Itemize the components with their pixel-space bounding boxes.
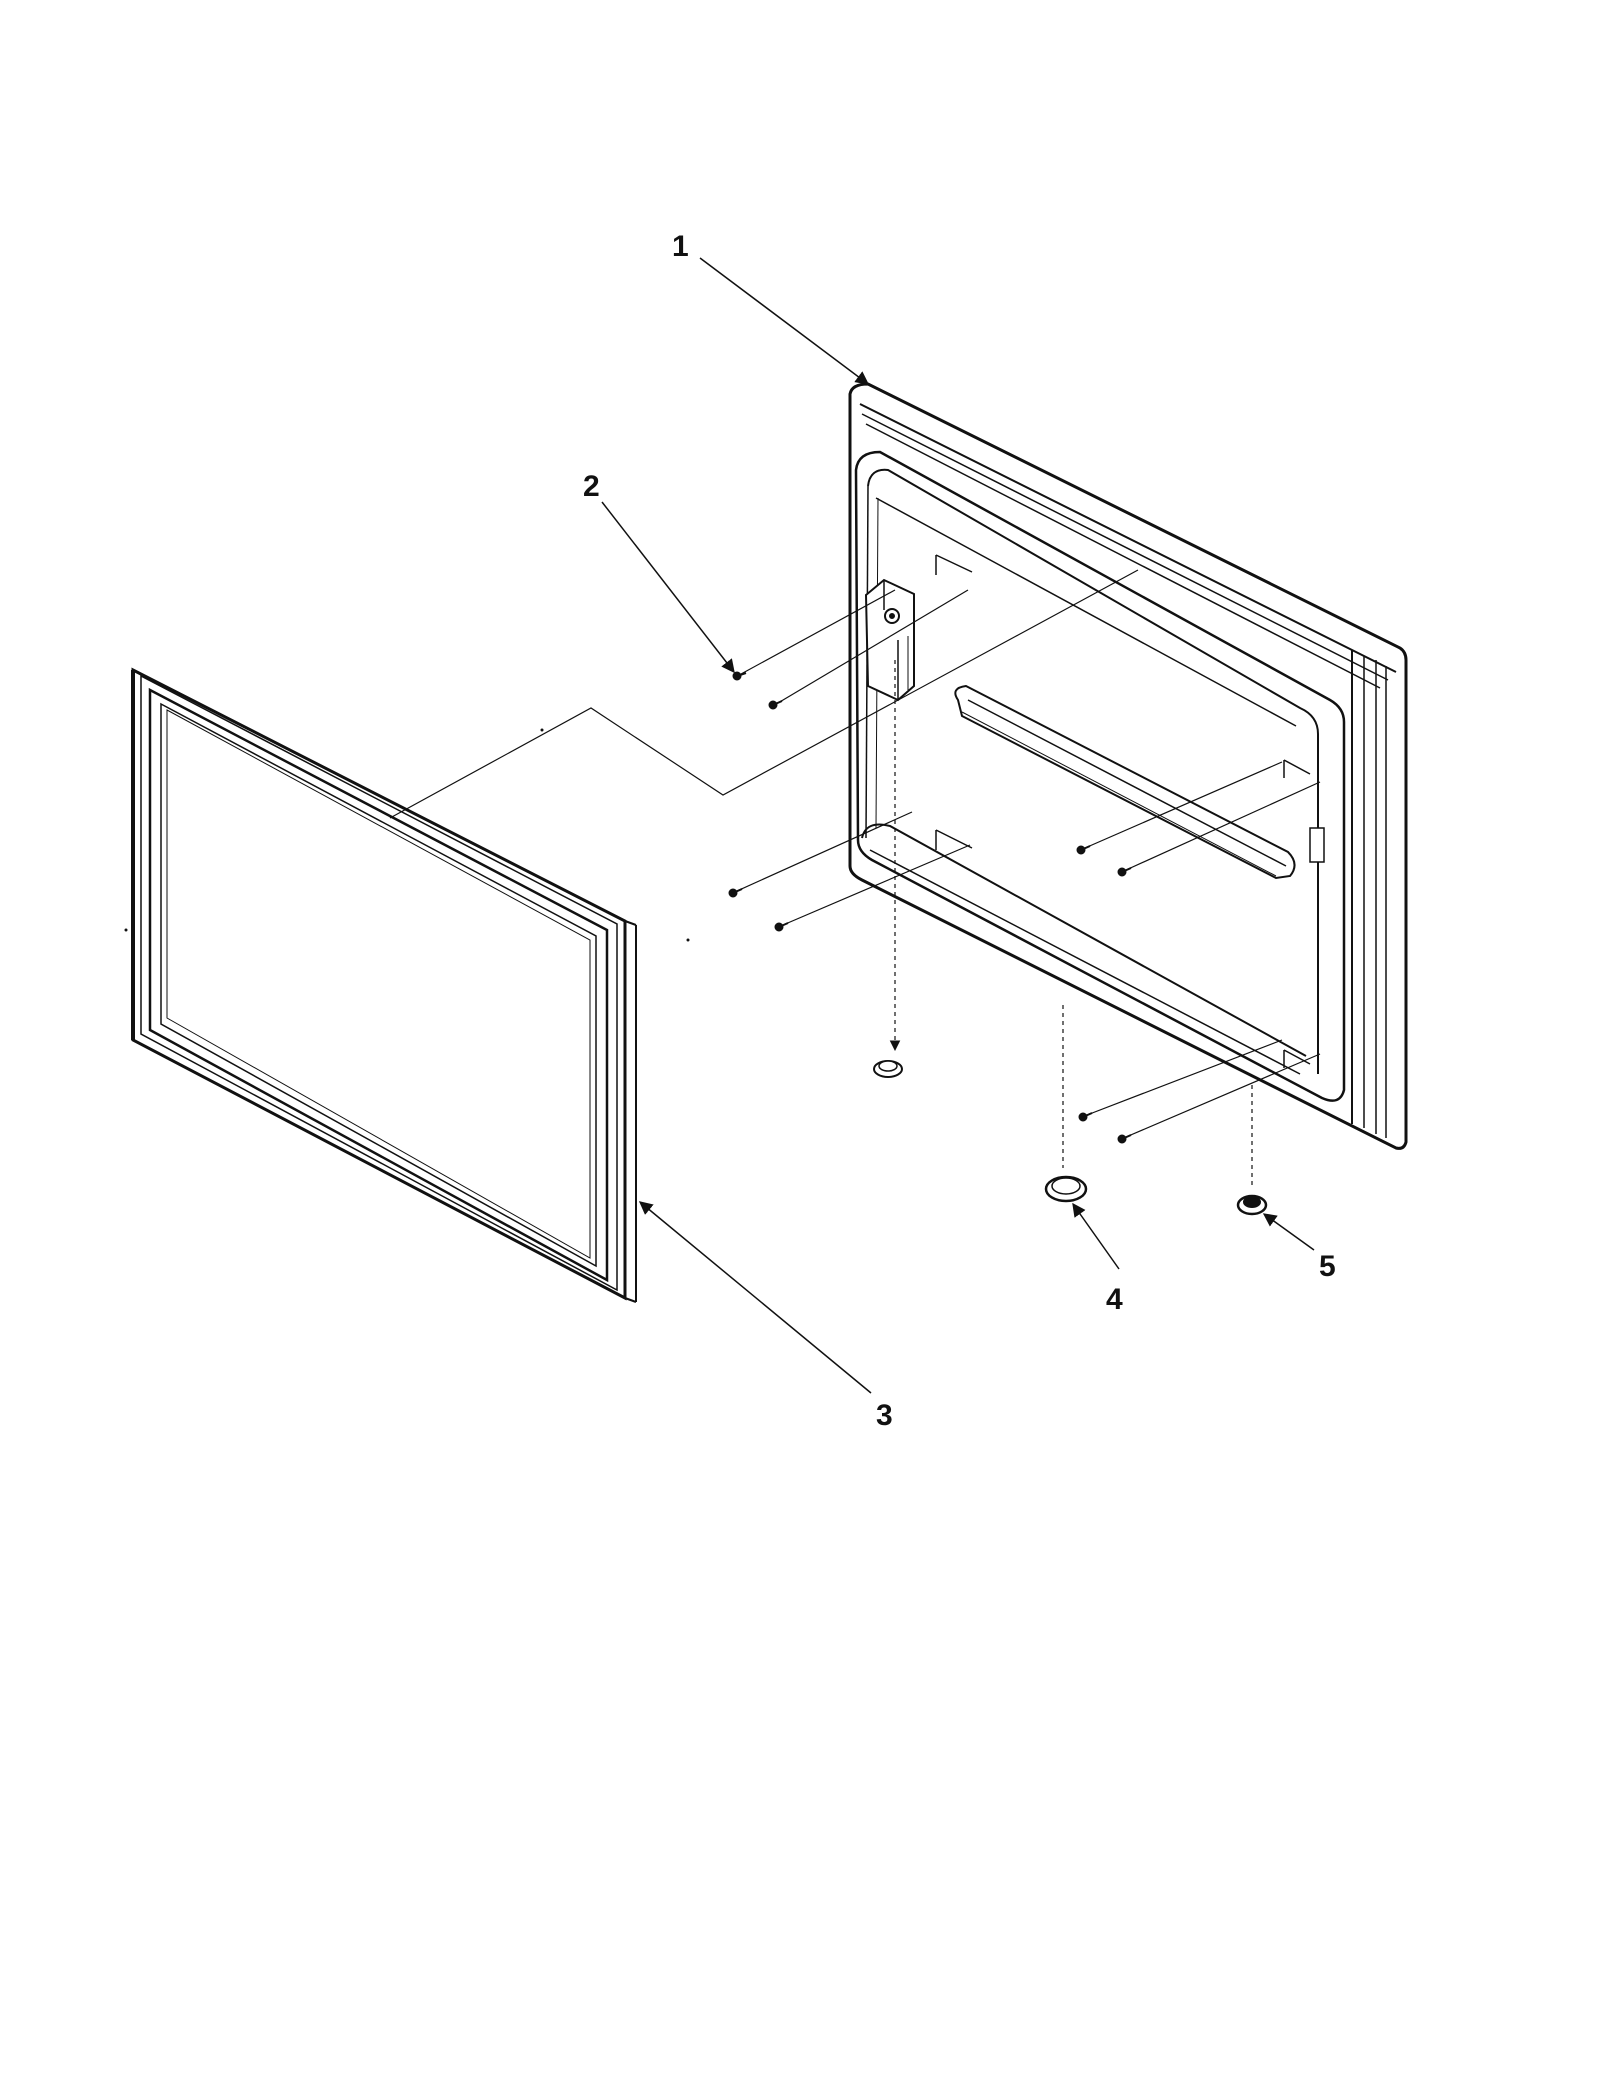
callout-4: 4 — [1106, 1283, 1123, 1316]
screw — [732, 671, 747, 681]
dashed-leader-lines — [889, 660, 1253, 1188]
hinge-bracket — [864, 578, 915, 702]
callout-2: 2 — [583, 470, 600, 503]
door-plug-part-5 — [1236, 1194, 1268, 1216]
door-gasket — [131, 667, 637, 1303]
screws — [728, 671, 1132, 1144]
door-handle-bar — [954, 684, 1296, 880]
callout-leaders — [601, 257, 1315, 1394]
hinge-plug — [873, 1060, 903, 1078]
callout-5: 5 — [1319, 1250, 1336, 1283]
screw-leader-lines — [736, 589, 1321, 1138]
door-button-part-4 — [1044, 1175, 1088, 1203]
callout-1: 1 — [672, 230, 689, 263]
gasket-connector-line — [389, 569, 1139, 819]
callout-3: 3 — [876, 1399, 893, 1432]
freezer-door — [848, 382, 1408, 1150]
